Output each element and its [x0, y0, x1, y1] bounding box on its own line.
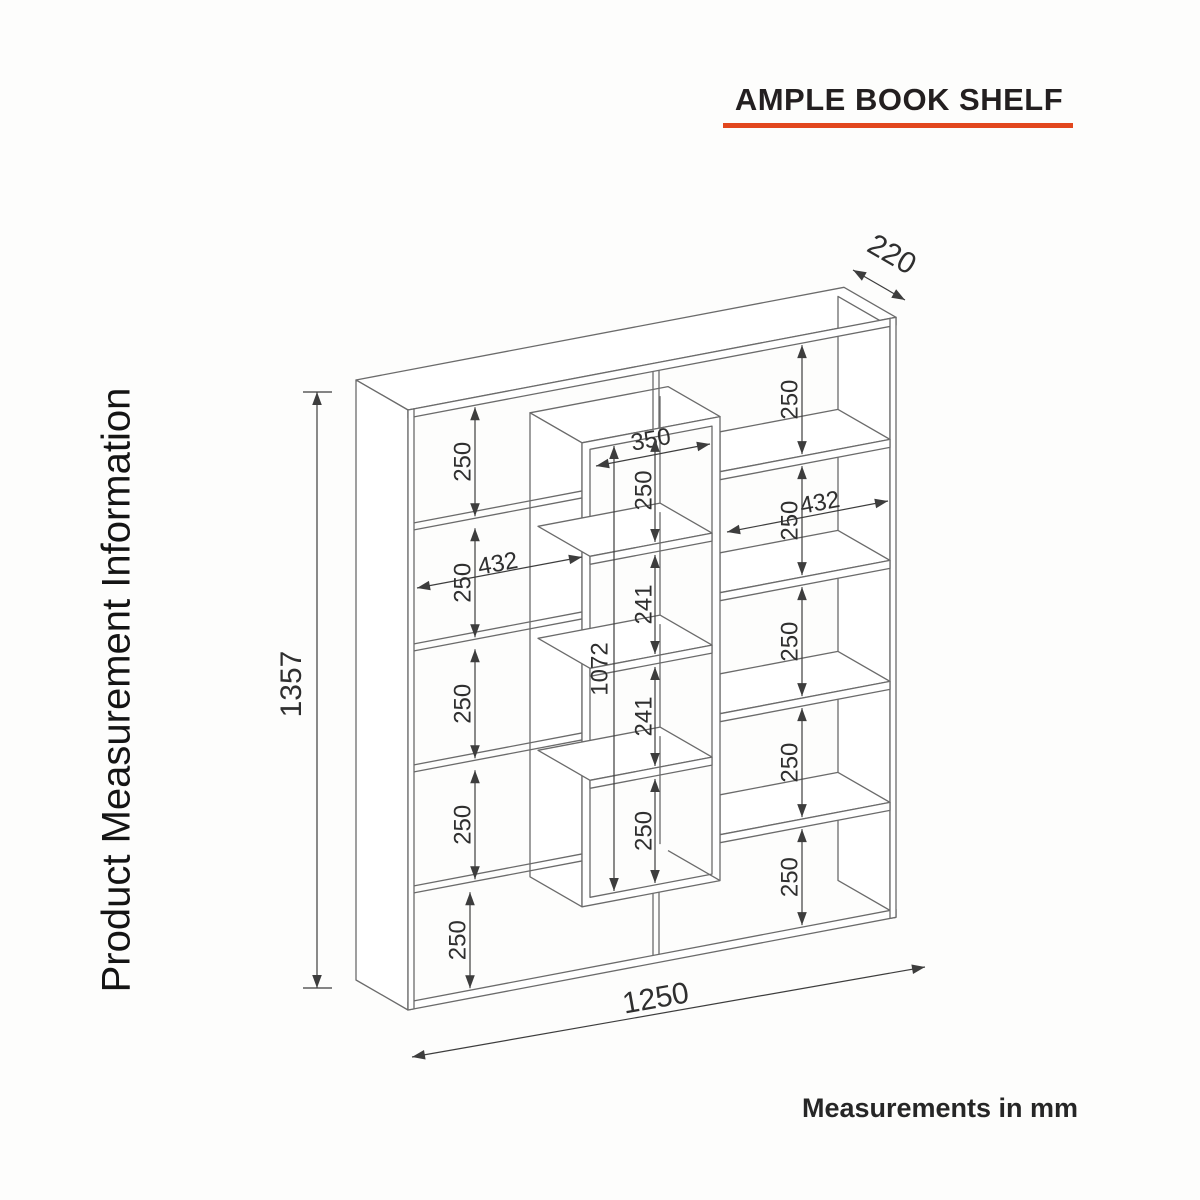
left-panel-side-face [355, 379, 409, 1011]
left-shelf-2-back [413, 611, 583, 645]
left-shelf-3-back [413, 732, 583, 766]
svg-text:1072: 1072 [586, 642, 613, 695]
left-shelf-1-back [413, 490, 583, 524]
middle-shelf-1-edge [589, 532, 713, 565]
right-panel-edge [889, 316, 897, 920]
svg-text:1357: 1357 [275, 651, 308, 718]
svg-text:250: 250 [776, 622, 803, 662]
svg-text:250: 250 [776, 501, 803, 541]
svg-text:250: 250 [449, 805, 476, 845]
dim-middle-compartment-1: 250 [630, 438, 660, 542]
left-shelf-3-front [413, 739, 583, 773]
svg-text:241: 241 [630, 584, 657, 624]
dim-middle-height: 1072 [586, 446, 619, 891]
svg-text:250: 250 [776, 743, 803, 783]
left-panel-edge [407, 408, 415, 1011]
dim-width: 1250 [411, 964, 926, 1060]
middle-shelf-2-edge [589, 644, 713, 677]
dim-height: 1357 [275, 392, 322, 988]
units-note: Measurements in mm [801, 1093, 1079, 1123]
cabinet-top-face [355, 286, 897, 411]
left-shelf-4-front [413, 860, 583, 894]
svg-text:432: 432 [798, 486, 842, 520]
svg-text:250: 250 [449, 442, 476, 482]
dim-right-compartment-2: 250 [776, 466, 807, 576]
svg-text:250: 250 [449, 563, 476, 603]
middle-box-bottom-right-edge [667, 850, 721, 882]
dim-right-compartment-5: 250 [776, 829, 807, 926]
dim-middle-compartment-3: 241 [630, 666, 660, 766]
svg-text:1250: 1250 [620, 976, 691, 1020]
dim-right-compartment-1: 250 [776, 345, 807, 455]
dim-middle-compartment-4: 250 [630, 778, 660, 883]
svg-text:220: 220 [862, 228, 922, 282]
dim-depth: 220 [852, 228, 922, 301]
dim-right-compartment-4: 250 [776, 708, 807, 818]
svg-text:250: 250 [630, 811, 657, 851]
dim-left-compartment-3: 250 [449, 649, 480, 759]
dim-left-compartment-4: 250 [449, 770, 480, 880]
dim-left-compartment-1: 250 [449, 407, 480, 517]
left-shelf-4-back [413, 853, 583, 887]
dim-left-compartment-5: 250 [444, 892, 475, 989]
svg-text:250: 250 [776, 380, 803, 420]
title-accent-rule [723, 123, 1073, 128]
svg-text:250: 250 [630, 470, 657, 510]
dim-left-compartment-2: 250 [449, 528, 480, 638]
svg-text:432: 432 [476, 547, 520, 581]
svg-text:250: 250 [449, 684, 476, 724]
page-title: AMPLE BOOK SHELF [734, 82, 1064, 117]
svg-text:250: 250 [444, 920, 471, 960]
middle-shelf-3-edge [589, 756, 713, 789]
svg-text:250: 250 [776, 857, 803, 897]
left-shelf-1-front [413, 497, 583, 531]
svg-text:241: 241 [630, 696, 657, 736]
dim-middle-compartment-2: 241 [630, 554, 660, 654]
dim-right-compartment-3: 250 [776, 587, 807, 697]
left-shelf-2-front [413, 618, 583, 652]
